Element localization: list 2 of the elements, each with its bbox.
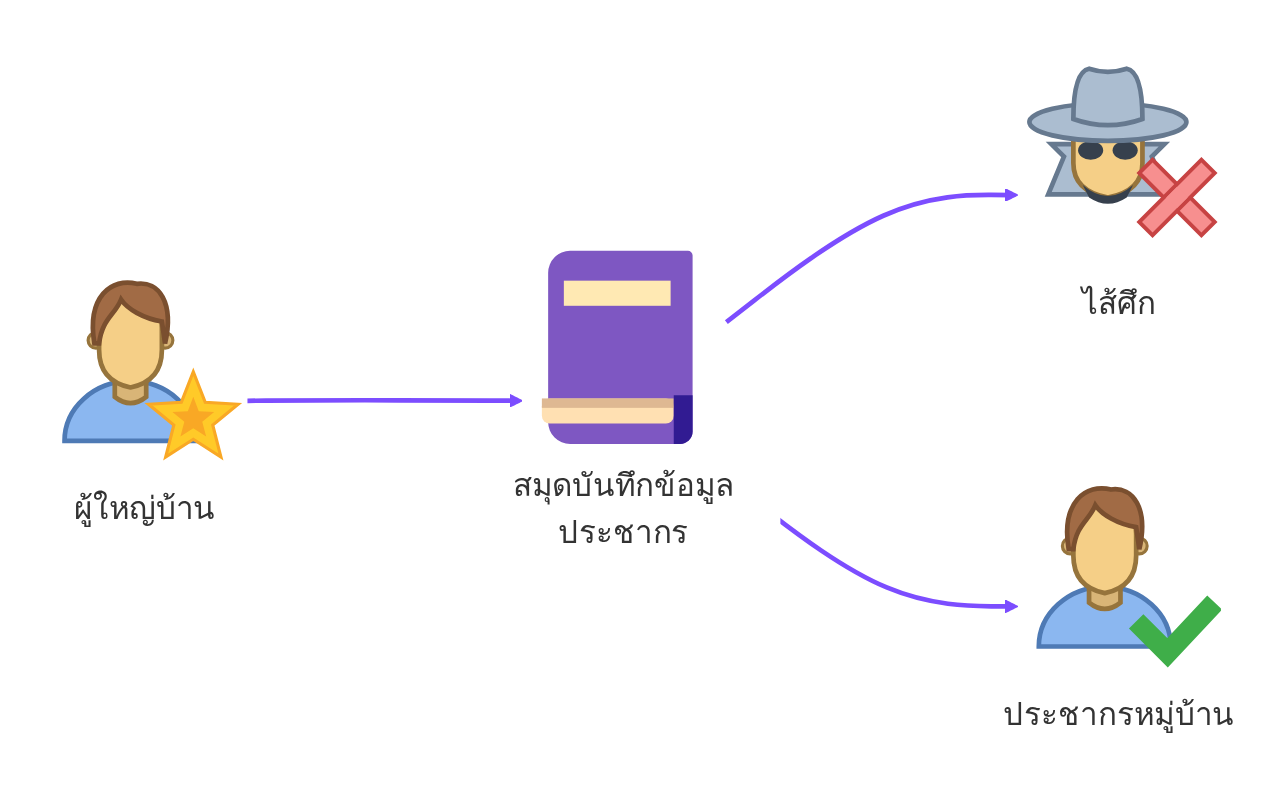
arrow [247,393,523,408]
arrow [724,188,1019,324]
